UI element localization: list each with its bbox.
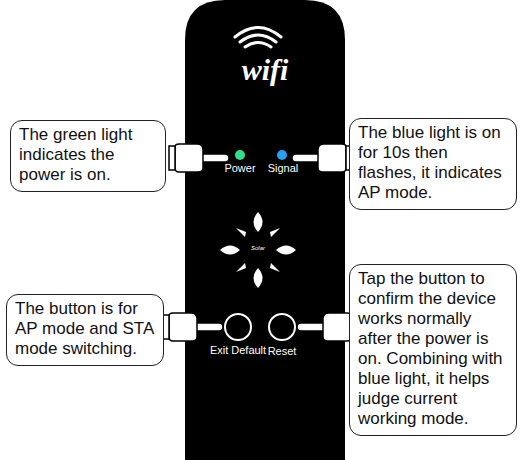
device-label: wifi	[215, 52, 315, 87]
power-led	[235, 150, 245, 160]
signal-led	[277, 150, 287, 160]
device-label: Exit Default	[208, 345, 268, 356]
wifi-icon	[235, 28, 281, 48]
callout-text: Tap the button to confirm the device wor…	[358, 269, 508, 429]
device-label: Reset	[265, 345, 299, 358]
logo	[220, 212, 296, 288]
callout-box: The blue light is on for 10s then flashe…	[349, 118, 517, 210]
callout-box: The green light indicates the power is o…	[10, 120, 166, 192]
device-housing: wifiPowerSignalSolarExit DefaultReset	[185, 0, 345, 460]
callout-box: The button is for AP mode and STA mode s…	[6, 294, 164, 366]
callout-text: The green light indicates the power is o…	[19, 125, 157, 185]
callout-text: The blue light is on for 10s then flashe…	[358, 123, 508, 203]
device-body	[185, 0, 345, 460]
callout-text: The button is for AP mode and STA mode s…	[15, 299, 155, 359]
device-label: Power	[215, 162, 265, 175]
callout-box: Tap the button to confirm the device wor…	[349, 264, 517, 436]
reset-button	[269, 314, 295, 340]
device-label: Solar	[243, 245, 273, 252]
device-label: Signal	[261, 162, 305, 175]
exit-default-button	[225, 314, 251, 340]
